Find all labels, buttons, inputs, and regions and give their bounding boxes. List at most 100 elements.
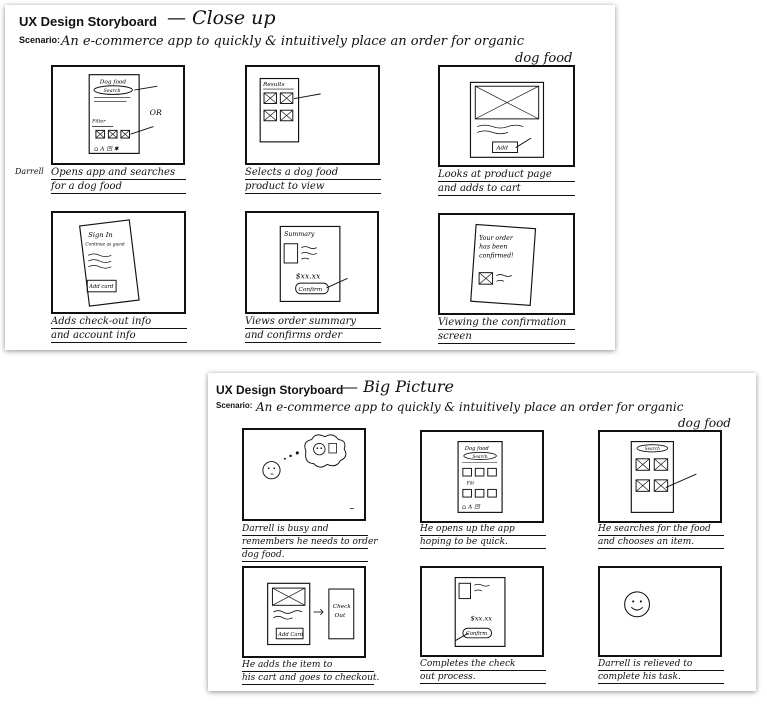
panel-caption: He opens up the app hoping to be quick. — [420, 523, 546, 549]
caption-line: for a dog food — [51, 180, 186, 194]
sketch-label: Dog food — [99, 79, 127, 85]
caption-line: Views order summary — [245, 315, 381, 329]
caption-line: Adds check-out info — [51, 315, 187, 329]
caption-line: and confirms order — [245, 329, 381, 343]
checkout-complete-sketch: $xx.xx Confirm — [454, 576, 506, 647]
sheet-title: UX Design Storyboard — [19, 14, 157, 29]
panel-caption: Views order summary and confirms order — [245, 315, 381, 343]
panel-caption: Looks at product page and adds to cart — [438, 168, 575, 196]
caption-line: out process. — [420, 671, 546, 684]
caption-line: and account info — [51, 329, 187, 343]
panel-caption: Darrell is relieved to complete his task… — [598, 658, 724, 684]
caption-line: remembers he needs to order — [242, 537, 378, 549]
sheet-title-handwritten: — Big Picture — [342, 377, 454, 396]
caption-line: and adds to cart — [438, 182, 575, 196]
panel-frame: Dog food Search Filt ⌂ A 凹 — [420, 430, 544, 523]
panel-caption: Viewing the confirmation screen — [438, 316, 575, 344]
caption-line: complete his task. — [598, 671, 724, 684]
panel-frame: Search — [598, 430, 722, 523]
sketch-label: Search — [472, 455, 488, 460]
sketch-label: ⌂ A 凹 ✱ — [94, 146, 120, 153]
sketch-label: Results — [262, 82, 285, 88]
caption-line: He adds the item to — [242, 659, 374, 672]
scenario-text-continued: dog food — [515, 51, 573, 66]
panel-frame — [242, 428, 366, 521]
sheet-title-handwritten: — Close up — [167, 7, 276, 29]
order-summary-sketch: Summary $xx.xx Confirm — [279, 225, 348, 303]
opens-app-sketch: Dog food Search Filt ⌂ A 凹 — [457, 440, 503, 513]
storyboard-bigpicture-sheet: UX Design Storyboard — Big Picture Scena… — [208, 373, 756, 691]
panel-frame: Sign In Continue as guest Add card — [51, 211, 186, 314]
sheet-title: UX Design Storyboard — [216, 383, 344, 397]
search-choose-sketch: Search — [630, 440, 697, 513]
sketch-label: Add Card — [277, 632, 304, 638]
busy-darrell-sketch — [262, 434, 354, 509]
sketch-label: $xx.xx — [471, 615, 493, 623]
caption-line: He opens up the app — [420, 523, 546, 536]
scenario-label: Scenario: — [19, 35, 61, 45]
panel-caption: Selects a dog food product to view — [245, 166, 381, 194]
sketch-label: Dog food — [464, 446, 490, 452]
caption-line: Viewing the confirmation — [438, 316, 575, 330]
sketch-label: Sign In — [88, 231, 113, 239]
scenario-text: An e-commerce app to quickly & intuitive… — [61, 34, 525, 49]
panel-caption: He adds the item to his cart and goes to… — [242, 659, 380, 685]
scenario-text-continued: dog food — [678, 416, 731, 430]
caption-line: Selects a dog food — [245, 166, 381, 180]
caption-line: Darrell is relieved to — [598, 658, 724, 671]
storyboard-closeup-sheet: UX Design Storyboard — Close up Scenario… — [5, 5, 615, 350]
sign-in-sketch: Sign In Continue as guest Add card — [79, 219, 140, 307]
caption-line: Opens app and searches — [51, 166, 186, 180]
sketch-label: Out — [335, 613, 346, 619]
sketch-label: has been — [479, 244, 507, 251]
panel-caption: Completes the check out process. — [420, 658, 546, 684]
panel-frame: Add Card Check Out — [242, 566, 366, 658]
panel-frame: Your order has been confirmed! — [438, 213, 575, 315]
caption-line: dog food. — [242, 549, 368, 562]
panel-caption: Darrell is busy and remembers he needs t… — [242, 523, 378, 562]
sketch-label: OR — [150, 108, 162, 117]
results-sketch: Results — [259, 77, 321, 143]
relieved-darrell-sketch — [624, 591, 651, 618]
panel-frame — [598, 566, 722, 657]
sketch-label: confirmed! — [479, 252, 514, 259]
scenario-label: Scenario: — [216, 401, 253, 410]
product-page-sketch: Add — [469, 81, 545, 158]
caption-line: He searches for the food — [598, 523, 724, 536]
app-search-sketch: Dog food Search OR Filter ⌂ A 凹 ✱ — [88, 74, 162, 154]
caption-line: product to view — [245, 180, 381, 194]
caption-line: screen — [438, 330, 575, 344]
caption-line: Completes the check — [420, 658, 546, 671]
caption-line: and chooses an item. — [598, 536, 724, 549]
sketch-label: $xx.xx — [296, 271, 321, 280]
add-to-cart-sketch: Add Card Check Out — [267, 582, 355, 646]
confirmation-sketch: Your order has been confirmed! — [470, 223, 537, 306]
panel-caption: Opens app and searches for a dog food — [51, 166, 186, 194]
sketch-label: Search — [645, 447, 661, 452]
panel-frame: Summary $xx.xx Confirm — [245, 211, 379, 314]
sketch-label: Add card — [88, 284, 114, 290]
panel-frame: Dog food Search OR Filter ⌂ A 凹 ✱ — [51, 65, 185, 165]
sketch-label: Filt — [466, 482, 475, 487]
sketch-label: Filter — [91, 119, 106, 125]
caption-line: Looks at product page — [438, 168, 575, 182]
sketch-label: Summary — [284, 231, 315, 238]
sketch-label: Confirm — [299, 287, 323, 293]
panel-frame: Add — [438, 65, 575, 167]
sketch-label: Confirm — [466, 631, 488, 637]
sketch-label: Your order — [479, 235, 514, 242]
persona-label: Darrell — [15, 167, 44, 176]
sketch-label: Add — [495, 146, 508, 152]
scenario-text: An e-commerce app to quickly & intuitive… — [256, 400, 684, 414]
sketch-label: Search — [104, 88, 121, 94]
sketch-label: ⌂ A 凹 — [462, 504, 481, 511]
caption-line: Darrell is busy and — [242, 523, 368, 536]
caption-line: his cart and goes to checkout. — [242, 673, 380, 685]
panel-frame: Results — [245, 65, 380, 165]
sketch-label: Continue as guest — [85, 243, 125, 248]
caption-line: hoping to be quick. — [420, 536, 546, 549]
panel-frame: $xx.xx Confirm — [420, 566, 544, 657]
sketch-label: Check — [333, 604, 352, 610]
panel-caption: He searches for the food and chooses an … — [598, 523, 724, 549]
panel-caption: Adds check-out info and account info — [51, 315, 187, 343]
